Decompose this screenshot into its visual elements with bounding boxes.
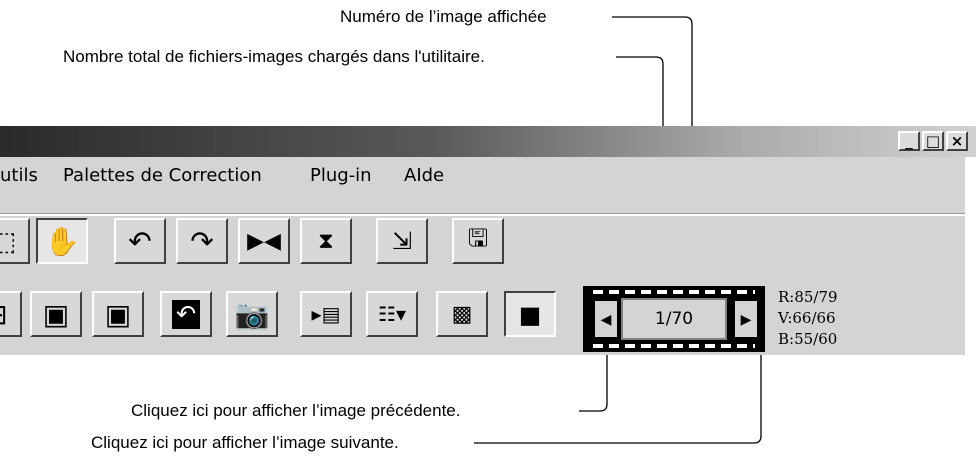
previous-image-button[interactable]: ◀ — [595, 301, 617, 337]
rgb-readout-b: B:55/60 — [778, 330, 838, 348]
hand-icon: ✋ — [44, 225, 80, 257]
rgb-readout-v: V:66/66 — [778, 309, 836, 327]
annotation-total-files: Nombre total de fichiers-images chargés … — [63, 47, 485, 66]
next-image-button[interactable]: ▶ — [735, 301, 757, 337]
rotate-right-icon: ▣ — [104, 298, 132, 330]
annotation-displayed-number: Numéro de l’image affichée — [340, 7, 547, 26]
undo-arrow-icon: ↶ — [128, 225, 152, 257]
marquee-icon: ⬚ — [0, 225, 17, 256]
rotate-left-icon: ▣ — [42, 298, 70, 330]
menu-palettes-de-correction[interactable]: Palettes de Correction — [63, 165, 262, 186]
app-window-body: utils Palettes de Correction Plug-in AId… — [0, 157, 965, 355]
before-after-button[interactable]: ◼ — [504, 291, 556, 337]
frame-counter-panel: ◀ 1/70 ▶ — [583, 286, 765, 352]
flip-horizontal-button[interactable]: ▶◀ — [238, 218, 290, 264]
play-film-button[interactable]: ▸▤ — [300, 291, 352, 337]
before-after-icon: ◼ — [518, 298, 542, 330]
save-to-disk-icon: 🖫 — [467, 224, 489, 252]
undo-icon: ↶ — [171, 299, 201, 329]
maximize-button[interactable]: □ — [922, 131, 944, 151]
redo-arrow-button[interactable]: ↷ — [176, 218, 228, 264]
undo-button[interactable]: ↶ — [160, 291, 212, 337]
save-to-disk-button[interactable]: 🖫 — [452, 218, 504, 264]
close-button[interactable]: × — [946, 131, 968, 151]
minimize-button[interactable]: _ — [898, 131, 920, 151]
callout-line-previous — [579, 355, 608, 412]
camera-icon: 📷 — [234, 298, 270, 330]
menu-outils[interactable]: utils — [0, 165, 38, 186]
window-controls: _ □ × — [896, 131, 968, 151]
left-triangle-icon: ◀ — [600, 310, 612, 327]
flip-vertical-icon: ⧗ — [318, 228, 334, 253]
film-perforation-top — [593, 290, 755, 294]
film-perforation-bottom — [593, 344, 755, 348]
undo-arrow-button[interactable]: ↶ — [114, 218, 166, 264]
rotate-left-button[interactable]: ▣ — [30, 291, 82, 337]
menu-aide[interactable]: AIde — [404, 165, 445, 186]
rotate-right-button[interactable]: ▣ — [92, 291, 144, 337]
annotation-previous: Cliquez ici pour afficher l’image précéd… — [131, 401, 461, 420]
flip-vertical-button[interactable]: ⧗ — [300, 218, 352, 264]
flip-horizontal-icon: ▶◀ — [247, 228, 281, 253]
marquee-tool-button[interactable]: ⬚ — [0, 218, 30, 264]
menu-separator — [0, 213, 965, 216]
title-bar: _ □ × — [0, 126, 976, 157]
pattern-button[interactable]: ▩ — [436, 291, 488, 337]
list-menu-icon: ☷▾ — [378, 303, 406, 326]
menu-bar: utils Palettes de Correction Plug-in AId… — [0, 157, 965, 199]
transfer-button[interactable]: ⇲ — [376, 218, 428, 264]
pattern-icon: ▩ — [451, 301, 473, 326]
list-menu-button[interactable]: ☷▾ — [366, 291, 418, 337]
partial-tool-button[interactable]: ⊞ — [0, 291, 22, 337]
callout-line-next — [474, 355, 762, 444]
menu-plug-in[interactable]: Plug-in — [310, 165, 372, 186]
right-triangle-icon: ▶ — [740, 310, 752, 327]
camera-button[interactable]: 📷 — [226, 291, 278, 337]
partial-icon: ⊞ — [0, 298, 8, 331]
play-film-icon: ▸▤ — [311, 303, 341, 326]
transfer-icon: ⇲ — [391, 227, 413, 255]
rgb-readout-r: R:85/79 — [778, 288, 838, 306]
redo-arrow-icon: ↷ — [190, 225, 214, 257]
annotation-next: Cliquez ici pour afficher l’image suivan… — [91, 433, 399, 452]
hand-tool-button[interactable]: ✋ — [36, 218, 88, 264]
image-counter: 1/70 — [621, 298, 727, 340]
